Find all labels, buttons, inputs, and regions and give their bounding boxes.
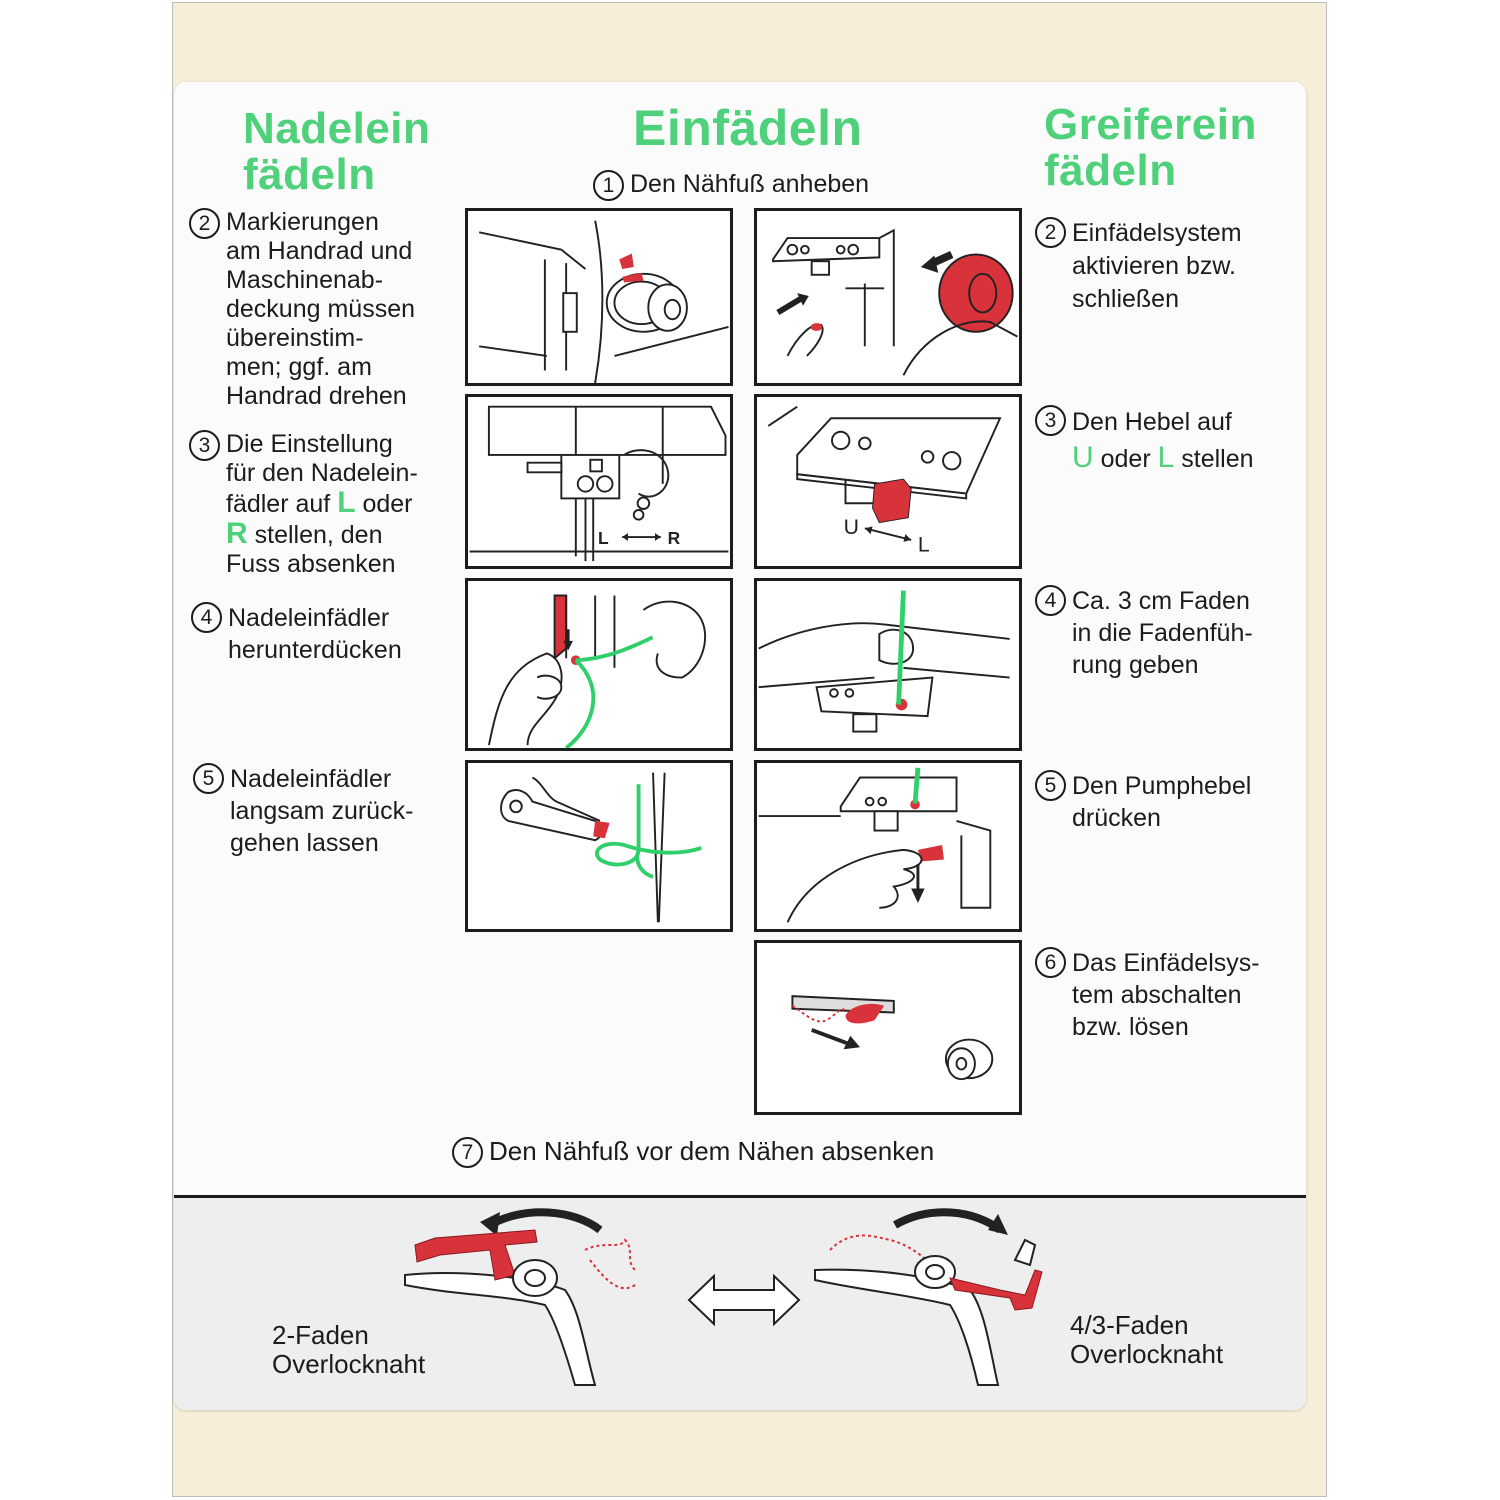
illustration-handwheel-marks: [465, 208, 733, 386]
step-number: 7: [452, 1137, 483, 1168]
step-number: 3: [1035, 405, 1066, 436]
illustration-press-threader: [465, 578, 733, 751]
label-U: U: [844, 515, 859, 539]
step-text: Ca. 3 cm Faden in die Fadenfüh- rung geb…: [1072, 585, 1253, 681]
step-number: 2: [189, 208, 220, 239]
step-text: Den Nähfuß anheben: [630, 170, 869, 199]
step-text: Den Nähfuß vor dem Nähen absenken: [489, 1137, 934, 1166]
lever-setting-drawing: U L: [757, 397, 1019, 566]
illustration-release-threader: [465, 760, 733, 932]
needle-threader-drawing: L R: [468, 397, 730, 566]
label-L: L: [598, 528, 609, 548]
illustration-2-thread-looper: [395, 1200, 665, 1390]
letter-L: L: [1158, 441, 1175, 474]
illustration-4-3-thread-looper: [810, 1200, 1060, 1390]
illustration-lever-setting: U L: [754, 394, 1022, 569]
step-text: Die Einstellung für den Nadelein- fädler…: [226, 430, 418, 579]
handwheel-drawing: [468, 211, 730, 383]
step-text: Einfädelsystem aktivieren bzw. schließen: [1072, 217, 1242, 316]
pump-lever-drawing: [757, 763, 1019, 929]
step-number: 2: [1035, 217, 1066, 248]
label-4-3-thread-overlock: 4/3-Faden Overlocknaht: [1070, 1311, 1223, 1369]
disable-threading-drawing: [757, 943, 1019, 1112]
step-text: Das Einfädelsys- tem abschalten bzw. lös…: [1072, 947, 1260, 1043]
header-needle-threading: Nadelein fädeln: [243, 106, 430, 198]
label-L: L: [918, 533, 930, 557]
press-threader-drawing: [468, 581, 730, 748]
label-2-thread-overlock: 2-Faden Overlocknaht: [272, 1321, 425, 1379]
letter-R: R: [226, 517, 248, 550]
letter-L: L: [337, 486, 355, 519]
illustration-disable-threading: [754, 940, 1022, 1115]
step-number: 3: [189, 430, 220, 461]
illustration-needle-threader-setting: L R: [465, 394, 733, 569]
illustration-activate-threading: [754, 208, 1022, 386]
header-looper-threading: Greiferein fädeln: [1044, 102, 1257, 194]
step-text: Den Pumphebel drücken: [1072, 770, 1251, 834]
illustration-thread-guide: [754, 578, 1022, 751]
step-number: 5: [1035, 770, 1066, 801]
step-number: 4: [191, 602, 222, 633]
step-number: 1: [593, 170, 624, 201]
label-R: R: [668, 528, 681, 548]
step-text: Nadeleinfädler langsam zurück- gehen las…: [230, 763, 413, 859]
step-number: 6: [1035, 947, 1066, 978]
double-arrow-icon: [684, 1270, 804, 1330]
activate-threading-drawing: [757, 211, 1019, 383]
step-text: Nadeleinfädler herunterdücken: [228, 602, 402, 666]
header-threading: Einfädeln: [633, 102, 863, 154]
illustration-pump-lever: [754, 760, 1022, 932]
step-text: Markierungen am Handrad und Maschinenab-…: [226, 208, 415, 411]
thread-guide-drawing: [757, 581, 1019, 748]
letter-U: U: [1072, 441, 1094, 474]
step-number: 5: [193, 763, 224, 794]
release-threader-drawing: [468, 763, 730, 929]
step-number: 4: [1035, 585, 1066, 616]
step-text: Den Hebel auf U oder L stellen: [1072, 405, 1254, 477]
